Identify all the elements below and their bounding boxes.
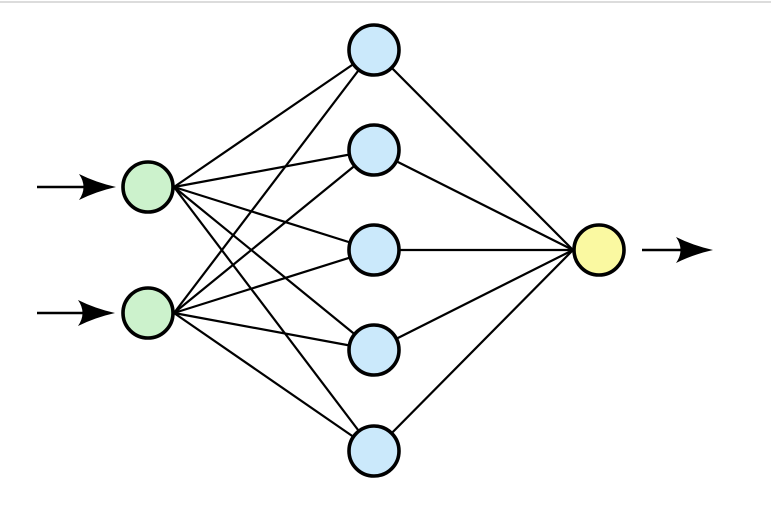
edge-hidden-4-output-1 — [373, 249, 574, 351]
arrows-group — [37, 174, 713, 326]
edge-input-2-hidden-5 — [173, 312, 375, 452]
edge-input-1-hidden-4 — [173, 186, 375, 351]
top-border-group — [0, 1, 771, 3]
node-output-1 — [572, 223, 626, 277]
edge-input-2-hidden-1 — [173, 49, 375, 314]
edge-hidden-2-output-1 — [373, 149, 574, 251]
top-border-line — [0, 1, 771, 3]
edge-input-1-hidden-2 — [173, 148, 375, 189]
node-hidden-3 — [347, 223, 401, 277]
input-arrow-1 — [37, 174, 116, 200]
input-arrow-2 — [37, 300, 115, 326]
nodes-group — [121, 23, 626, 478]
edge-input-1-hidden-1 — [173, 49, 375, 188]
node-hidden-1 — [347, 23, 401, 77]
edges-group — [173, 49, 574, 452]
node-hidden-2 — [347, 123, 401, 177]
node-hidden-5 — [347, 424, 401, 478]
edge-input-1-hidden-5 — [173, 186, 375, 452]
edge-input-2-hidden-4 — [173, 311, 375, 352]
node-hidden-4 — [347, 323, 401, 377]
input-arrow-1-head-icon — [79, 174, 116, 200]
input-arrow-2-head-icon — [78, 300, 115, 326]
node-input-2 — [121, 286, 175, 340]
output-arrow-1-head-icon — [676, 237, 713, 263]
edge-input-1-hidden-3 — [173, 185, 375, 252]
edge-input-2-hidden-3 — [173, 248, 375, 315]
edge-input-2-hidden-2 — [173, 149, 375, 314]
node-input-1 — [121, 160, 175, 214]
edge-hidden-1-output-1 — [373, 49, 574, 251]
output-arrow-1 — [642, 237, 713, 263]
edge-hidden-5-output-1 — [373, 249, 574, 452]
